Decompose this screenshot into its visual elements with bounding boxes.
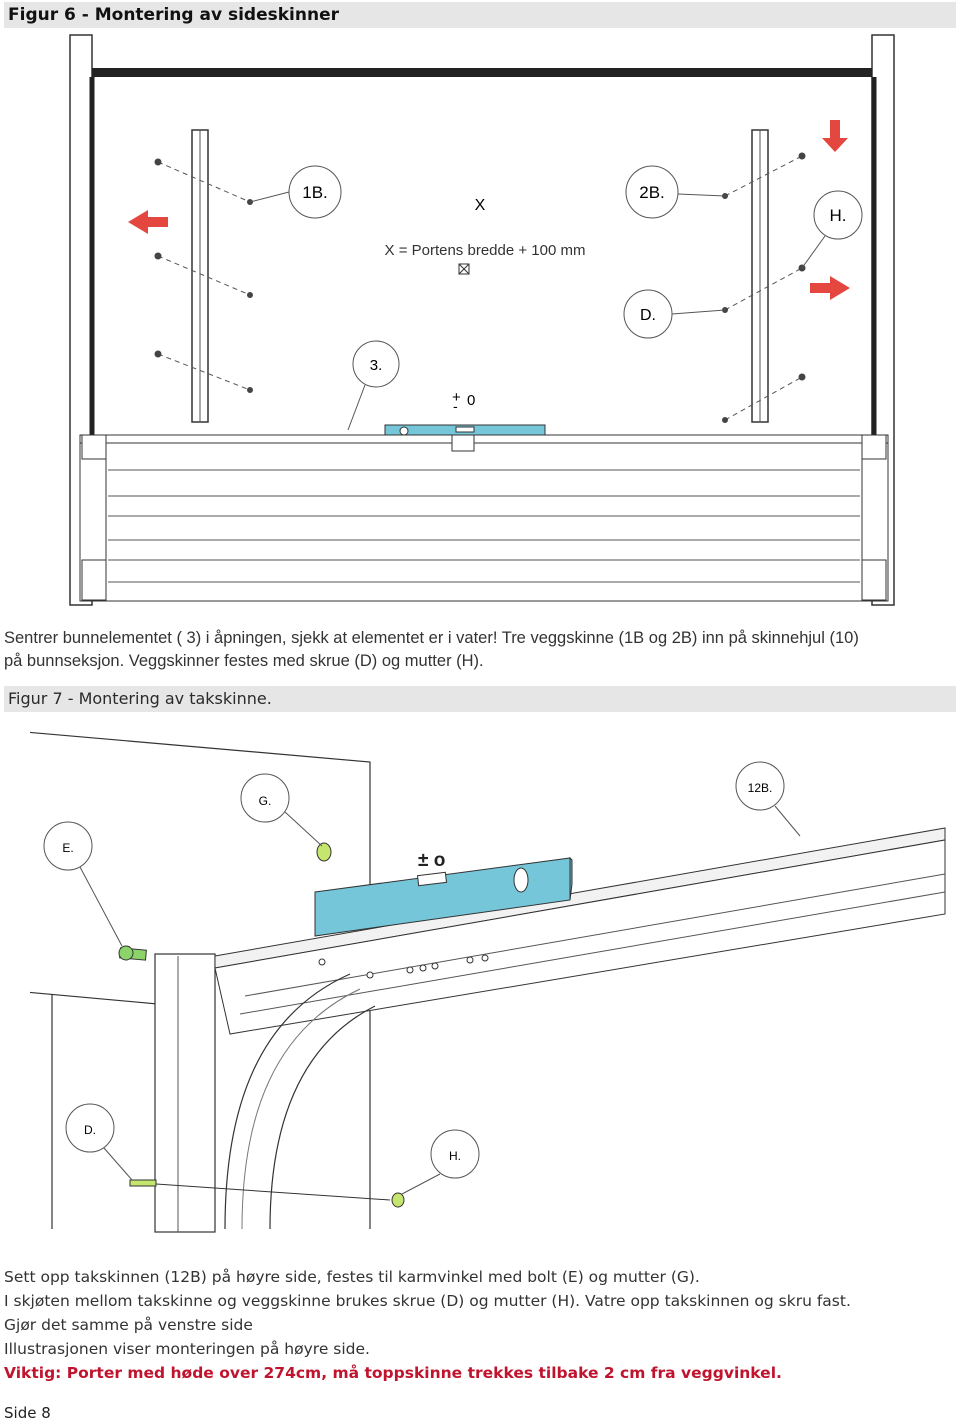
label-h-text: H. xyxy=(449,1149,461,1163)
caption-7-line-3: Gjør det samme på venstre side xyxy=(4,1316,253,1334)
caption-7-line-1: Sett opp takskinnen (12B) på høyre side,… xyxy=(4,1268,700,1286)
label-e-text: E. xyxy=(62,841,73,855)
figure-6-title: Figur 6 - Montering av sideskinner xyxy=(4,2,956,28)
bottom-section xyxy=(79,434,889,602)
page-number: Side 8 xyxy=(4,1404,51,1422)
label-3-text: 3. xyxy=(370,357,383,374)
checkbox-icon xyxy=(458,263,470,275)
label-h-text: H. xyxy=(830,206,847,225)
arrow-left-icon xyxy=(128,210,168,234)
label-2b-text: 2B. xyxy=(639,183,665,202)
label-x: X xyxy=(475,197,486,214)
wall-rail-right xyxy=(751,129,769,423)
wall-rail-left xyxy=(191,129,209,423)
label-d-text: D. xyxy=(84,1123,96,1137)
label-3: 3. xyxy=(347,340,400,431)
label-e: E. xyxy=(43,821,123,947)
caption-7-line-4: Illustrasjonen viser monteringen på høyr… xyxy=(4,1340,370,1358)
figure-7-title: Figur 7 - Montering av takskinne. xyxy=(4,686,956,712)
width-formula: X = Portens bredde + 100 mm xyxy=(385,242,586,259)
level-minus: - xyxy=(453,398,458,414)
figure-6-illustration: 1B. 2B. H. D. 3. X X = Portens bredde + … xyxy=(69,34,895,606)
warning-text: Viktig: Porter med høde over 274cm, må t… xyxy=(4,1364,782,1382)
arrow-down-icon xyxy=(822,120,848,152)
nut-g-icon xyxy=(316,842,332,862)
label-1b-text: 1B. xyxy=(302,183,328,202)
figure-7-illustration: ± o G. 12B. E. D. H. xyxy=(30,731,946,1233)
spirit-level: + - 0 xyxy=(384,389,546,438)
caption-7-line-2: I skjøten mellom takskinne og veggskinne… xyxy=(4,1292,851,1310)
label-d: D. xyxy=(623,289,726,339)
figure-6-caption: Sentrer bunnelementet ( 3) i åpningen, s… xyxy=(4,627,956,673)
label-g-text: G. xyxy=(259,794,272,808)
label-12b: 12B. xyxy=(735,761,801,837)
screw-d-icon xyxy=(129,1179,157,1187)
label-2b: 2B. xyxy=(625,165,726,219)
label-12b-text: 12B. xyxy=(748,781,773,795)
figure-7-caption: Sett opp takskinnen (12B) på høyre side,… xyxy=(4,1265,956,1385)
level-zero: 0 xyxy=(467,392,475,409)
level-mark: ± o xyxy=(418,850,445,871)
label-g: G. xyxy=(240,773,323,847)
bolt-e-icon xyxy=(118,945,147,961)
spirit-level: ± o xyxy=(314,850,573,937)
caption-6-line-1: Sentrer bunnelementet ( 3) i åpningen, s… xyxy=(4,629,859,647)
label-h: H. xyxy=(801,190,863,269)
label-d: D. xyxy=(65,1103,133,1181)
nut-h-icon xyxy=(391,1192,405,1208)
level-plus: + xyxy=(452,389,461,406)
label-d-text: D. xyxy=(640,307,656,324)
label-h: H. xyxy=(401,1129,480,1195)
label-1b: 1B. xyxy=(249,165,342,219)
caption-6-line-2: på bunnseksjon. Veggskinner festes med s… xyxy=(4,652,484,670)
arrow-right-icon xyxy=(810,276,850,300)
